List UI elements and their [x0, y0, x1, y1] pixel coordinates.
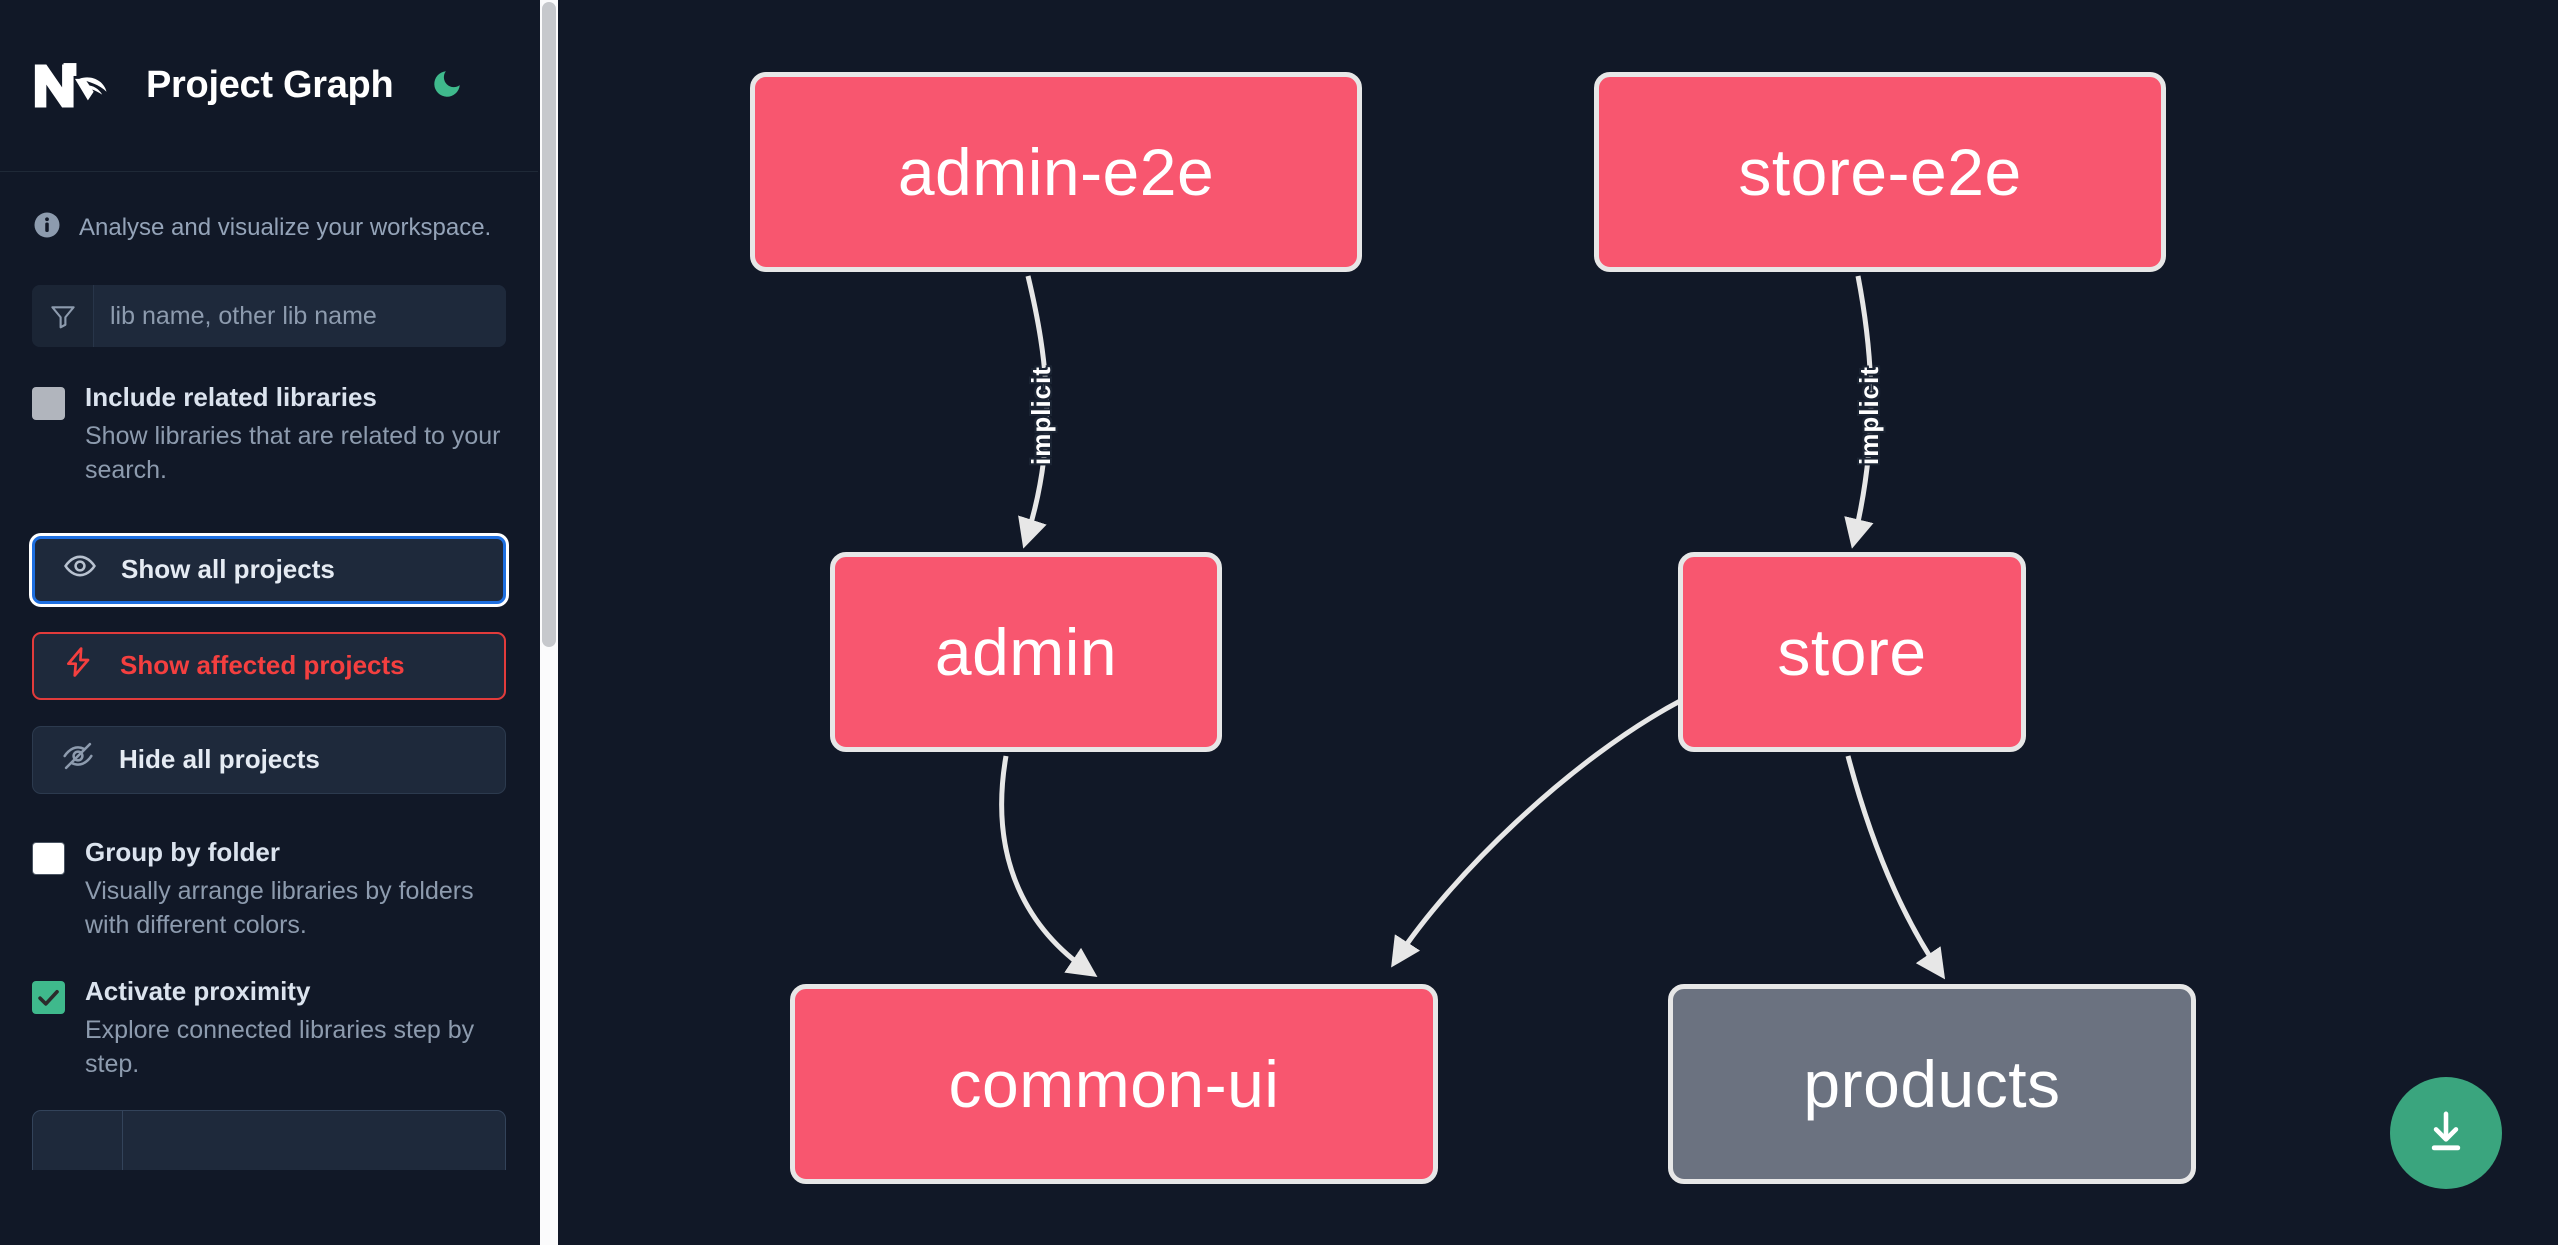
show-all-projects-button[interactable]: Show all projects	[32, 535, 506, 604]
node-label: admin	[934, 615, 1118, 689]
graph-node-store[interactable]: store	[1678, 552, 2026, 752]
option-label: Activate proximity	[85, 975, 311, 1006]
show-all-projects-label: Show all projects	[121, 554, 335, 585]
sidebar-scroll-content: Project Graph	[0, 0, 558, 1245]
graph-node-admin[interactable]: admin	[830, 552, 1222, 752]
filter-box[interactable]	[32, 285, 506, 347]
hide-all-projects-button[interactable]: Hide all projects	[32, 725, 506, 794]
sidebar-tagline-text: Analyse and visualize your workspace.	[79, 213, 492, 241]
sidebar-scrollbar[interactable]	[540, 0, 558, 1245]
graph-edges	[999, 275, 1946, 980]
theme-toggle-button[interactable]	[427, 66, 467, 106]
bottom-control-icon-cell	[33, 1110, 123, 1170]
edge-admin-e2e-admin	[1018, 275, 1050, 549]
checkbox-activate-proximity[interactable]	[32, 980, 65, 1014]
graph-node-admin-e2e[interactable]: admin-e2e	[750, 72, 1362, 272]
option-include-related-libraries[interactable]: Include related libraries Show libraries…	[0, 347, 538, 488]
graph-node-products[interactable]: products	[1668, 984, 2196, 1184]
option-activate-proximity[interactable]: Activate proximity Explore connected lib…	[0, 943, 538, 1082]
affected-button-wrap: Show affected projects	[0, 631, 538, 700]
edge-store-common-ui	[1391, 697, 1684, 968]
option-label: Group by folder	[85, 836, 280, 867]
filter-row	[0, 245, 538, 347]
lightning-icon	[62, 645, 96, 686]
projects-button-group: Show all projects	[0, 535, 538, 604]
sidebar-tagline: Analyse and visualize your workspace.	[0, 172, 538, 245]
option-description: Show libraries that are related to your …	[85, 421, 501, 485]
graph-canvas[interactable]: admin-e2e store-e2e admin store common-u…	[558, 0, 2558, 1245]
sidebar: Project Graph	[0, 0, 558, 1245]
download-icon	[2420, 1106, 2472, 1161]
option-label: Include related libraries	[85, 382, 377, 412]
edge-store-e2e-store	[1844, 275, 1874, 549]
graph-node-common-ui[interactable]: common-ui	[790, 984, 1438, 1184]
option-text: Include related libraries Show libraries…	[85, 382, 506, 488]
sidebar-header: Project Graph	[0, 0, 538, 172]
search-input[interactable]	[94, 285, 506, 347]
checkbox-group-by-folder[interactable]	[32, 841, 65, 875]
sidebar-scrollbar-thumb[interactable]	[542, 2, 556, 647]
edge-admin-common-ui	[999, 755, 1098, 978]
node-label: products	[1803, 1047, 2061, 1121]
bottom-control[interactable]	[32, 1109, 506, 1170]
show-affected-projects-label: Show affected projects	[120, 650, 405, 681]
node-label: admin-e2e	[897, 135, 1215, 209]
option-text: Activate proximity Explore connected lib…	[85, 975, 506, 1082]
nx-logo-icon	[32, 57, 118, 115]
bottom-control-peek	[0, 1082, 538, 1170]
page-title: Project Graph	[146, 64, 394, 106]
hide-all-projects-label: Hide all projects	[119, 744, 320, 775]
info-icon	[32, 210, 62, 245]
option-text: Group by folder Visually arrange librari…	[85, 836, 506, 943]
checkbox-include-related-libraries[interactable]	[32, 387, 65, 420]
edge-store-products	[1845, 755, 1946, 980]
option-group-by-folder[interactable]: Group by folder Visually arrange librari…	[0, 794, 538, 943]
node-label: common-ui	[948, 1047, 1280, 1121]
download-button[interactable]	[2390, 1077, 2502, 1189]
eye-off-icon	[61, 739, 95, 780]
hide-button-wrap: Hide all projects	[0, 725, 538, 794]
node-label: store-e2e	[1738, 135, 2022, 209]
graph-node-store-e2e[interactable]: store-e2e	[1594, 72, 2166, 272]
node-label: store	[1777, 615, 1927, 689]
funnel-icon	[32, 285, 94, 347]
show-affected-projects-button[interactable]: Show affected projects	[32, 631, 506, 700]
moon-icon	[430, 67, 464, 104]
option-description: Visually arrange libraries by folders wi…	[85, 876, 474, 940]
eye-icon	[63, 549, 97, 590]
option-description: Explore connected libraries step by step…	[85, 1015, 475, 1079]
